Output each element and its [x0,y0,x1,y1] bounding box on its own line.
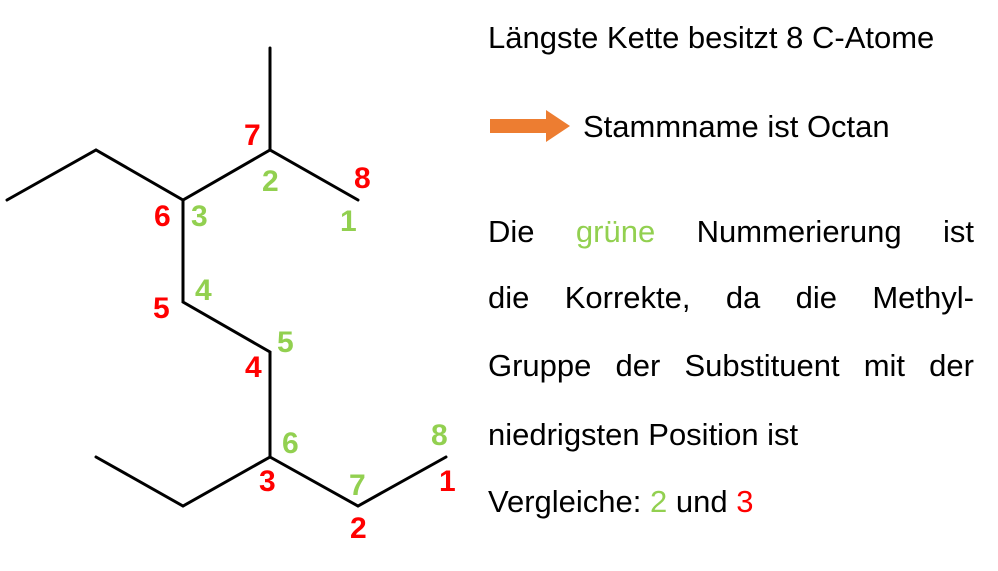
green-number-8: 8 [431,419,448,452]
green-number-2: 2 [262,165,279,198]
word: die [795,280,837,315]
explanation-line-4: niedrigsten Position ist [488,417,799,452]
right-arrow-icon [490,110,570,142]
green-number-1: 1 [340,205,357,238]
main-skeleton-bond [5,148,360,202]
explanation-line-1: Die grüne Nummerierung ist [488,216,974,247]
word: Nummerierung [696,214,902,249]
red-number-3: 3 [259,465,276,498]
word: Methyl- [872,280,974,315]
longest-chain-title: Längste Kette besitzt 8 C-Atome [488,20,935,55]
comparison-red-value: 3 [736,484,754,519]
word: ist [943,214,974,249]
red-number-4: 4 [245,351,262,384]
word: der [615,348,661,383]
ring-chain-bond [94,198,272,508]
word-green: grüne [575,214,656,249]
word: der [929,348,974,383]
red-number-7: 7 [244,119,261,152]
stammname-text: Stammname ist Octan [583,109,890,144]
word: Die [488,214,535,249]
red-number-6: 6 [154,200,171,233]
red-number-1: 1 [439,465,456,498]
word: Gruppe [488,348,592,383]
explanation-line-2: die Korrekte, da die Methyl- [488,282,974,313]
comparison-and: und [675,484,728,519]
molecule-structure: 7 2 8 1 6 3 4 5 5 4 6 8 3 7 1 2 [5,46,456,545]
ethyl-tail-bond [268,455,448,508]
explanation-line-3: Gruppe der Substituent mit der [488,350,974,381]
word: mit [863,348,906,383]
green-number-6: 6 [282,427,299,460]
red-number-8: 8 [354,162,371,195]
red-number-2: 2 [350,512,367,545]
word: Korrekte, [564,280,691,315]
word: die [488,280,530,315]
green-number-7: 7 [349,469,366,502]
green-number-5: 5 [277,326,294,359]
green-number-4: 4 [195,274,212,307]
comparison-line: Vergleiche: 2 und 3 [488,486,754,517]
comparison-green-value: 2 [650,484,668,519]
comparison-prefix: Vergleiche: [488,484,642,519]
word: Substituent [684,348,840,383]
red-number-5: 5 [153,292,170,325]
word: da [725,280,761,315]
green-number-3: 3 [191,200,208,233]
